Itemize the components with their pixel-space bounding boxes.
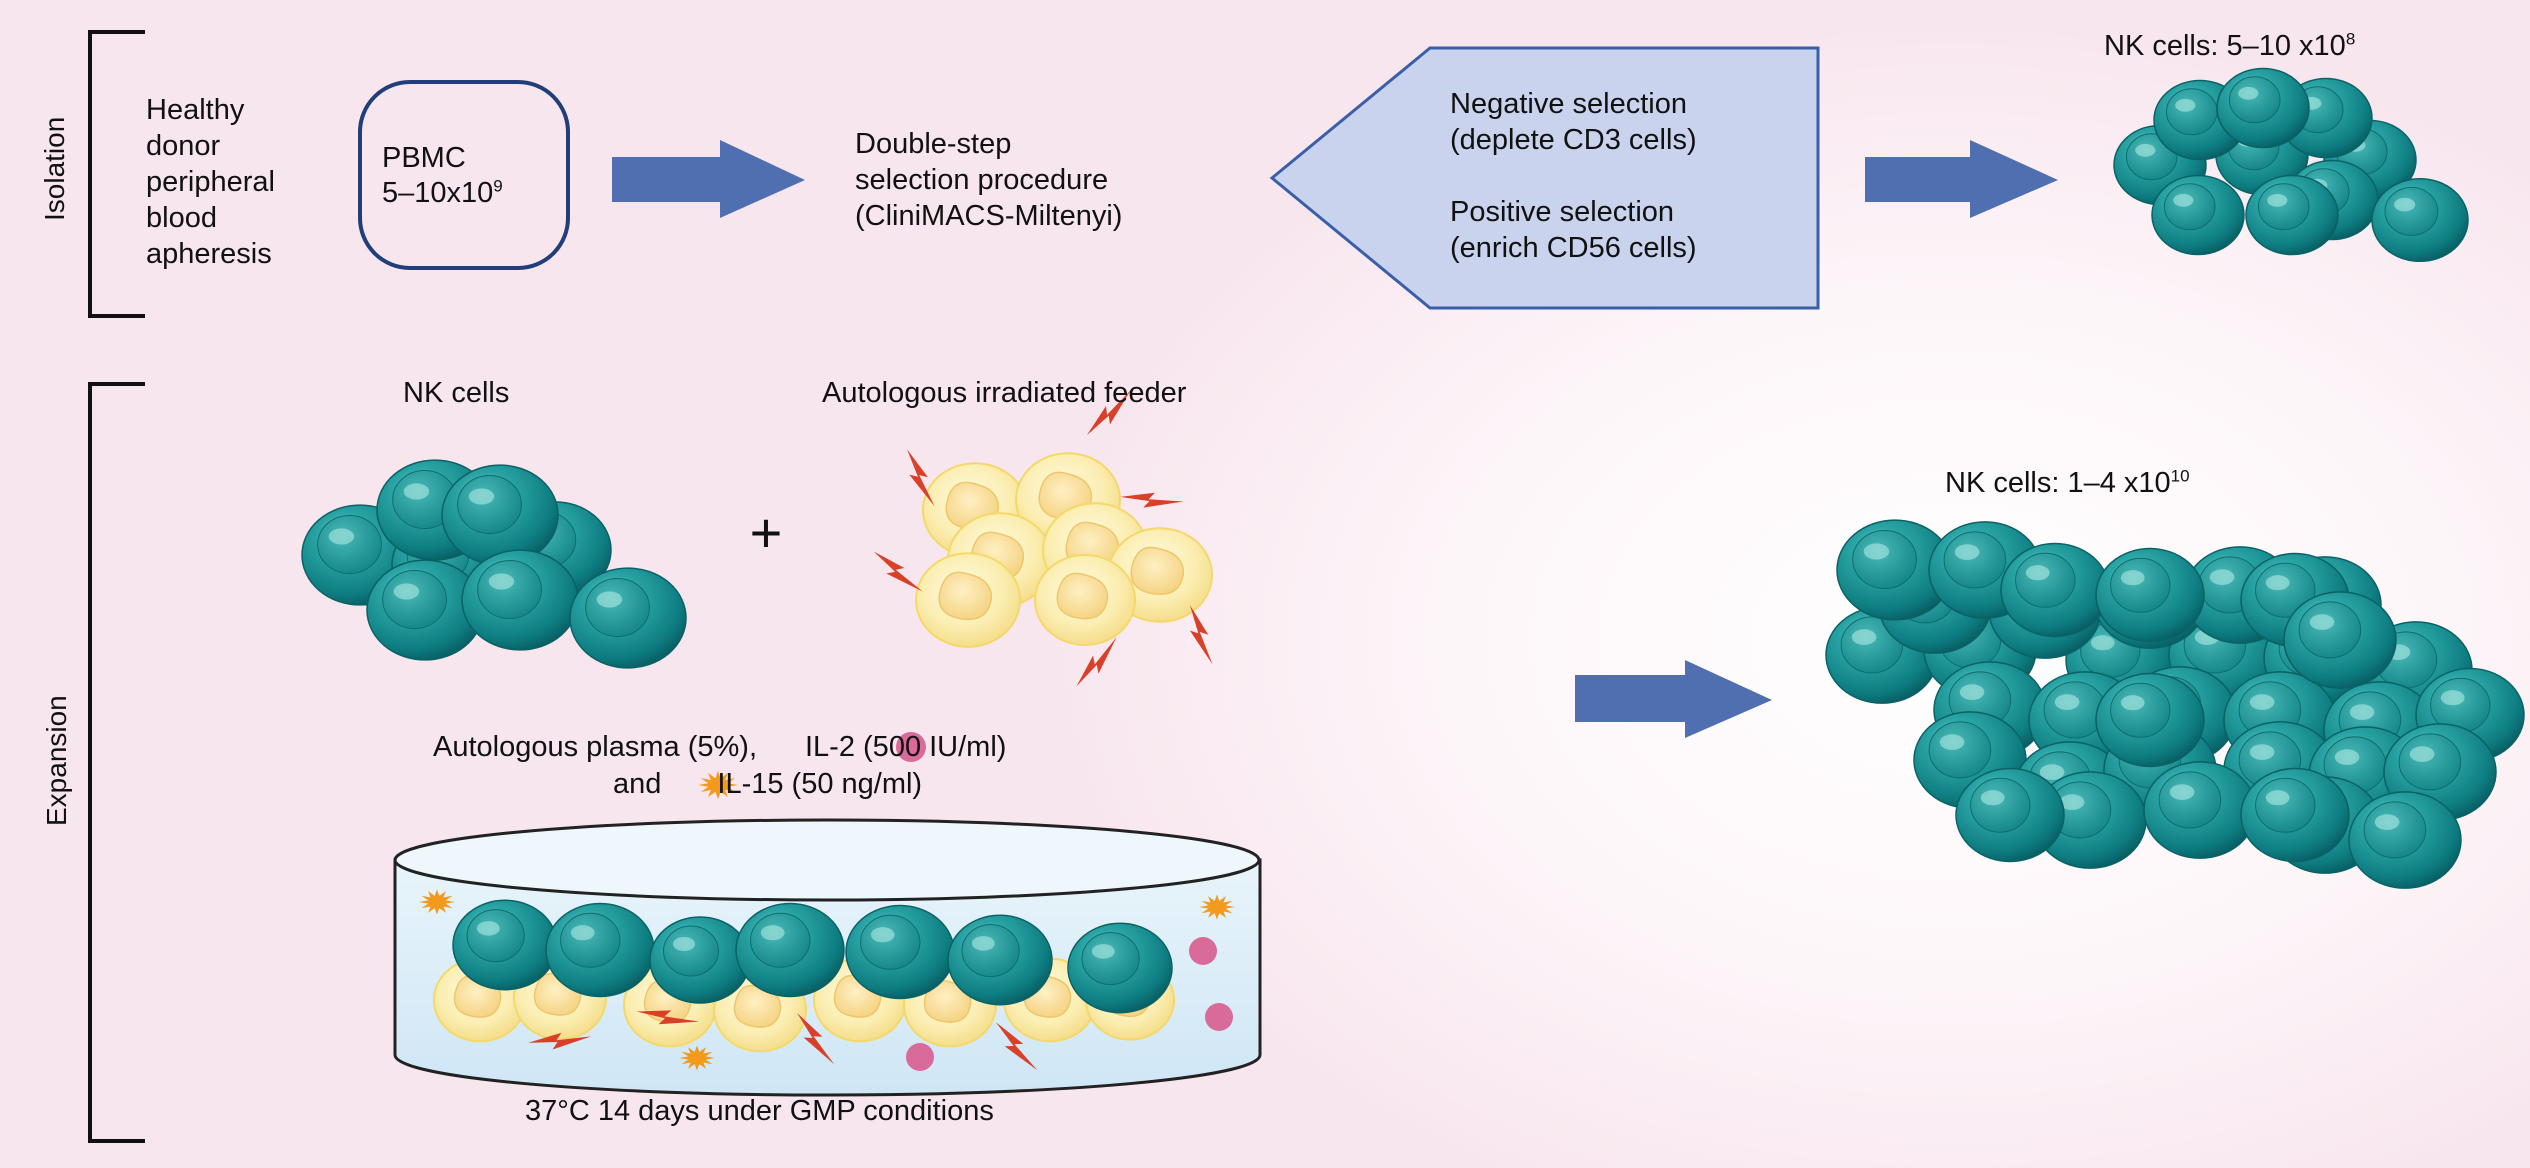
nk-cell (2240, 767, 2350, 863)
lightning-bolt (873, 551, 923, 592)
donor-line: blood (146, 202, 217, 234)
positive-selection-title: Positive selection (1450, 196, 1675, 228)
nk-cell (2151, 174, 2245, 256)
il2-particle (1205, 1003, 1233, 1031)
nk-cell (1955, 767, 2065, 863)
lightning-bolt (528, 1032, 592, 1050)
negative-selection-title: Negative selection (1450, 88, 1687, 120)
il15-star (698, 771, 738, 799)
nk-cell (2245, 174, 2339, 256)
nk-cell (461, 549, 579, 651)
nk-cell (569, 567, 687, 669)
nk-cell (2095, 547, 2205, 643)
lightning-bolt (906, 449, 935, 507)
nk-cell-cluster (301, 459, 687, 669)
expansion-section-label: Expansion (41, 695, 72, 826)
donor-line: Healthy (146, 94, 245, 126)
il15-legend-star (698, 771, 738, 799)
arrow-to-selection (612, 140, 805, 218)
nk-cell (2033, 771, 2147, 869)
il15-star (679, 1045, 715, 1071)
lightning-bolt (1076, 637, 1117, 687)
negative-selection-detail: (deplete CD3 cells) (1450, 124, 1697, 156)
donor-source-text: Healthy donor peripheral blood apheresis (146, 92, 275, 272)
il15-star (419, 889, 455, 915)
isolation-result-base: NK cells: 5–10 x10 (2104, 30, 2346, 62)
nk-cell (1836, 519, 1954, 621)
expansion-result-label: NK cells: 1–4 x1010 (1945, 465, 2190, 501)
feeder-cell-cluster (873, 389, 1213, 687)
lightning-bolt (1086, 389, 1132, 436)
nk-cell (649, 916, 751, 1004)
isolation-bracket (88, 30, 145, 318)
lightning-bolt (636, 1010, 700, 1025)
nk-cell (2371, 177, 2469, 263)
nk-cell (845, 904, 955, 1000)
il2-particle (906, 1043, 934, 1071)
nk-cell (2216, 67, 2310, 149)
il2-text: IL-2 (500 IU/ml) (805, 731, 1007, 763)
negative-selection-text: Negative selection (deplete CD3 cells) (1450, 86, 1697, 158)
expansion-bracket (88, 382, 145, 1143)
pbmc-box (358, 80, 570, 270)
donor-line: apheresis (146, 238, 272, 270)
selection-box (1269, 46, 1820, 310)
positive-selection-text: Positive selection (enrich CD56 cells) (1450, 194, 1697, 266)
expansion-result-base: NK cells: 1–4 x10 (1945, 467, 2171, 499)
nk-cell (441, 464, 559, 566)
procedure-line: (CliniMACS-Miltenyi) (855, 200, 1123, 232)
expanded-nk-cell-cluster (1825, 519, 2525, 889)
arrow-expansion-result (1575, 660, 1772, 738)
nk-cell (366, 559, 484, 661)
nk-cell (2000, 542, 2110, 638)
selection-procedure-text: Double-step selection procedure (CliniMA… (855, 126, 1122, 234)
lightning-bolt (995, 1022, 1038, 1071)
plus-sign: + (750, 501, 783, 564)
nk-cell (545, 902, 655, 998)
expansion-result-exponent: 10 (2170, 466, 2190, 486)
positive-selection-detail: (enrich CD56 cells) (1450, 232, 1697, 264)
lightning-bolt (1120, 492, 1184, 508)
nk-cell (2095, 672, 2205, 768)
nk-cell (2348, 791, 2462, 889)
and-text: and (613, 768, 662, 800)
pbmc-count: 5–10x109 (382, 175, 503, 211)
media-line-2: and IL-15 (50 ng/ml) (613, 766, 922, 802)
nk-cell (735, 902, 845, 998)
feeder-label: Autologous irradiated feeder (822, 377, 1187, 409)
nk-cell (452, 899, 558, 991)
arrow-to-nk-result (1865, 140, 2058, 218)
feeder-cell (915, 552, 1021, 648)
il15-star (1199, 894, 1235, 920)
feeder-cell (1034, 554, 1136, 646)
pbmc-label: PBMC (382, 142, 466, 174)
il2-particle (1189, 937, 1217, 965)
nk-cell (947, 914, 1053, 1006)
nk-cell (2283, 591, 2397, 689)
isolation-result-exponent: 8 (2345, 29, 2356, 49)
isolated-nk-cell-cluster (2113, 67, 2469, 263)
procedure-line: Double-step (855, 128, 1012, 160)
isolation-section-label: Isolation (39, 116, 70, 221)
donor-line: peripheral (146, 166, 275, 198)
procedure-line: selection procedure (855, 164, 1109, 196)
culture-conditions: 37°C 14 days under GMP conditions (525, 1095, 994, 1127)
nk-cell (1067, 922, 1173, 1014)
nk-cell (2143, 761, 2257, 859)
lightning-bolt (797, 1012, 835, 1065)
il2-legend-dot (896, 732, 926, 762)
isolation-result-label: NK cells: 5–10 x108 (2104, 28, 2355, 64)
il15-text: IL-15 (50 ng/ml) (717, 768, 923, 800)
dish-cell-layer (419, 889, 1235, 1071)
donor-line: donor (146, 130, 221, 162)
pbmc-count-base: 5–10x10 (382, 177, 494, 209)
pbmc-count-exponent: 9 (493, 176, 503, 196)
plasma-text: Autologous plasma (5%), (433, 731, 757, 763)
nk-cells-label: NK cells (403, 377, 510, 409)
media-line-1: Autologous plasma (5%), IL-2 (500 IU/ml) (433, 729, 1006, 765)
lightning-bolt (1189, 605, 1213, 665)
